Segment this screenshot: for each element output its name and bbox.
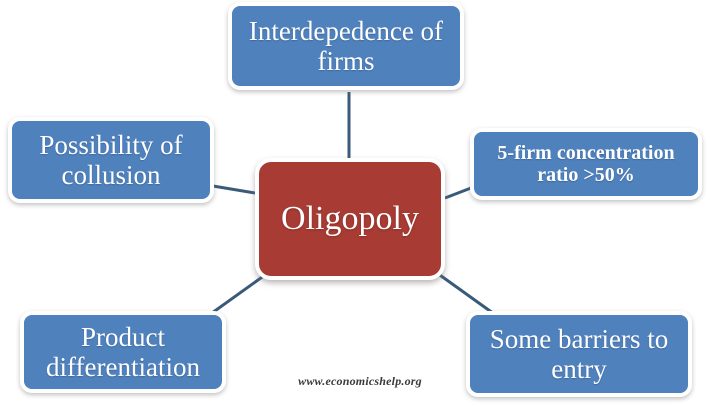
watermark-source-url: www.economicshelp.org: [298, 374, 422, 388]
node-label: Product differentiation: [46, 321, 200, 382]
connector-center-to-collusion: [212, 184, 256, 195]
node-five-firm-concentration-ratio[interactable]: 5-firm concentration ratio >50%: [470, 128, 702, 200]
node-possibility-of-collusion[interactable]: Possibility of collusion: [8, 117, 214, 203]
node-product-differentiation[interactable]: Product differentiation: [20, 311, 226, 393]
node-label: Interdepedence of firms: [248, 15, 444, 76]
node-label: 5-firm concentration ratio >50%: [497, 141, 675, 186]
connector-center-to-product: [204, 273, 266, 320]
node-interdependence-of-firms[interactable]: Interdepedence of firms: [228, 2, 464, 90]
center-label: Oligopoly: [281, 199, 419, 237]
connector-center-to-barriers: [436, 271, 498, 318]
node-label: Possibility of collusion: [39, 129, 183, 190]
node-oligopoly-center[interactable]: Oligopoly: [255, 158, 445, 280]
node-some-barriers-to-entry[interactable]: Some barriers to entry: [466, 311, 692, 397]
connector-center-to-ratio: [444, 186, 472, 200]
node-label: Some barriers to entry: [489, 323, 669, 384]
